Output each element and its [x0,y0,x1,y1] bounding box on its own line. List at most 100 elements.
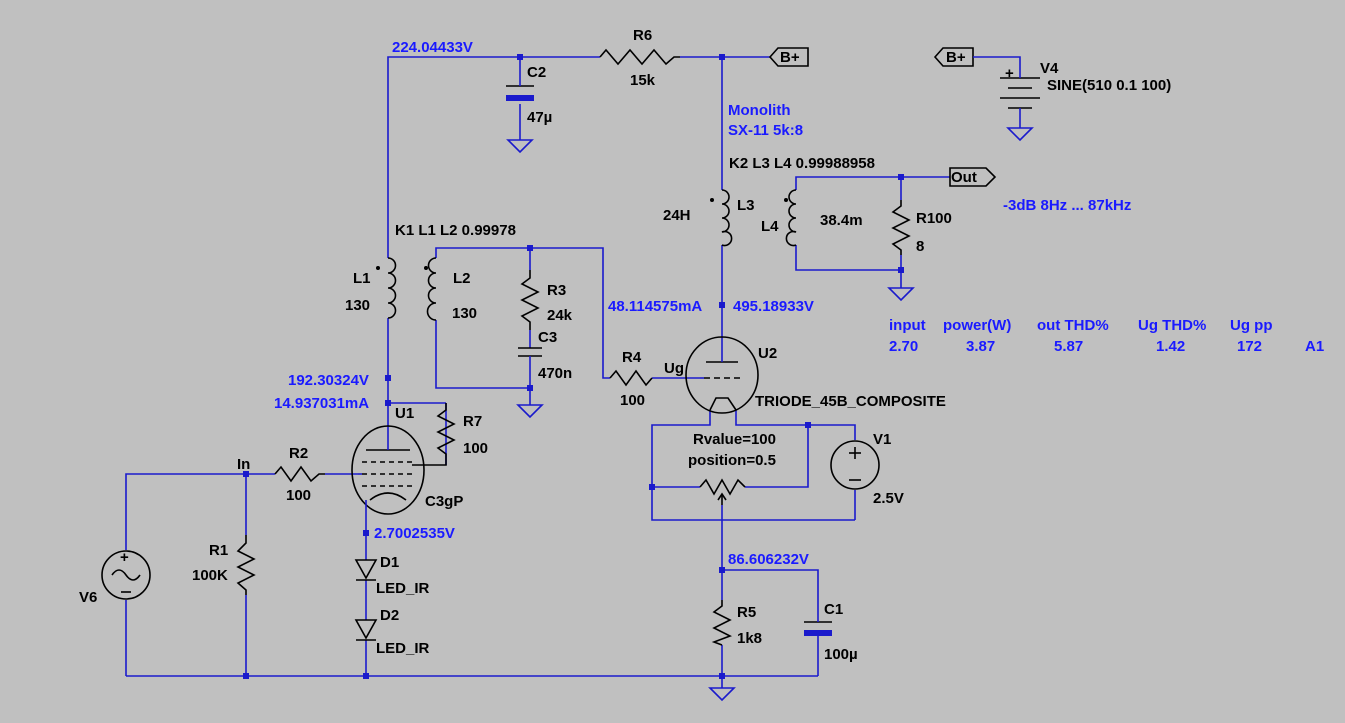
results-value: 172 [1237,338,1262,355]
c1-capacitor[interactable] [804,615,832,640]
r3-name: R3 [547,282,566,299]
u2-triode[interactable] [685,336,759,414]
l2-inductor[interactable] [426,257,437,321]
l1-inductor[interactable] [387,257,397,319]
d2-name: D2 [380,607,399,624]
v1-value: 2.5V [873,490,904,507]
ground-symbols [506,127,1034,702]
out-label: Out [951,169,977,186]
k1-directive: K1 L1 L2 0.99978 [395,222,516,239]
u1-pentode[interactable] [351,425,425,515]
labels: 224.04433V C2 47µ R6 15k B+ B+ V4 SINE(5… [79,27,1171,663]
svg-text:+: + [120,549,129,566]
pot-rvalue: Rvalue=100 [693,431,776,448]
r6-resistor[interactable] [599,48,680,66]
transformer-note-2: SX-11 5k:8 [728,122,803,139]
v4-name: V4 [1040,60,1059,77]
d1-value: LED_IR [376,580,430,597]
r7-name: R7 [463,413,482,430]
r6-name: R6 [633,27,652,44]
d1-led[interactable] [354,559,378,581]
r7-resistor[interactable] [412,403,456,466]
c3-name: C3 [538,329,557,346]
results-header: Ug THD% [1138,317,1206,334]
results-table: input power(W) out THD% Ug THD% Ug pp 2.… [889,317,1324,355]
r1-value: 100K [192,567,228,584]
r2-value: 100 [286,487,311,504]
results-value: 5.87 [1054,338,1083,355]
r5-value: 1k8 [737,630,762,647]
r5-name: R5 [737,604,756,621]
node-voltage-2-7: 2.7002535V [374,525,455,542]
d2-led[interactable] [354,619,378,641]
v6-source[interactable]: + [101,549,151,600]
results-header: power(W) [943,317,1011,334]
c1-value: 100µ [824,646,858,663]
u2-value: TRIODE_45B_COMPOSITE [755,393,946,410]
r3-value: 24k [547,307,573,324]
node-voltage-495: 495.18933V [733,298,814,315]
r100-resistor[interactable] [891,200,911,255]
c2-value: 47µ [527,109,552,126]
bplus-label-v4: B+ [946,49,966,66]
l3-inductor[interactable] [721,189,733,247]
bplus-flag-top [768,47,809,67]
d1-name: D1 [380,554,399,571]
bplus-label-top: B+ [780,49,800,66]
in-label: In [237,456,250,473]
node-voltage-224: 224.04433V [392,39,473,56]
r7-value: 100 [463,440,488,457]
node-voltage-86: 86.606232V [728,551,809,568]
l2-name: L2 [453,270,471,287]
transformer-note-1: Monolith [728,102,790,119]
r2-resistor[interactable] [274,465,325,483]
u1-value: C3gP [425,493,463,510]
d2-value: LED_IR [376,640,430,657]
l4-value: 38.4m [820,212,863,229]
node-voltage-192: 192.30324V [288,372,369,389]
results-header: Ug pp [1230,317,1273,334]
svg-text:+: + [1005,65,1014,82]
l2-value: 130 [452,305,477,322]
results-value: 2.70 [889,338,918,355]
c3-capacitor[interactable] [518,347,542,362]
r2-name: R2 [289,445,308,462]
c3-value: 470n [538,365,572,382]
ug-label: Ug [664,360,684,377]
potentiometer[interactable] [699,478,746,505]
k2-directive: K2 L3 L4 0.99988958 [729,155,875,172]
c2-capacitor[interactable] [506,80,534,101]
node-current-48mA: 48.114575mA [608,298,702,315]
l4-name: L4 [761,218,779,235]
v1-name: V1 [873,431,891,448]
r100-name: R100 [916,210,952,227]
results-value: A1 [1305,338,1324,355]
r6-value: 15k [630,72,656,89]
r1-name: R1 [209,542,228,559]
v4-battery[interactable]: + [1000,65,1040,118]
v6-name: V6 [79,589,97,606]
l1-name: L1 [353,270,371,287]
bandwidth-note: -3dB 8Hz ... 87kHz [1003,197,1131,214]
r5-resistor[interactable] [711,600,732,646]
r100-value: 8 [916,238,924,255]
c1-name: C1 [824,601,843,618]
l3-name: L3 [737,197,755,214]
junction-dots [243,54,904,679]
results-value: 3.87 [966,338,995,355]
results-value: 1.42 [1156,338,1185,355]
results-header: out THD% [1037,317,1109,334]
u2-name: U2 [758,345,777,362]
r4-name: R4 [622,349,642,366]
l4-inductor[interactable] [785,189,797,247]
out-flag [949,167,997,187]
v1-source[interactable] [830,440,880,490]
results-header: input [889,317,926,334]
wires [125,56,1021,688]
r4-resistor[interactable] [609,369,653,387]
r1-resistor[interactable] [236,535,256,595]
node-current-14mA: 14.937031mA [274,395,369,412]
r3-resistor[interactable] [520,270,540,330]
v4-value: SINE(510 0.1 100) [1047,77,1171,94]
